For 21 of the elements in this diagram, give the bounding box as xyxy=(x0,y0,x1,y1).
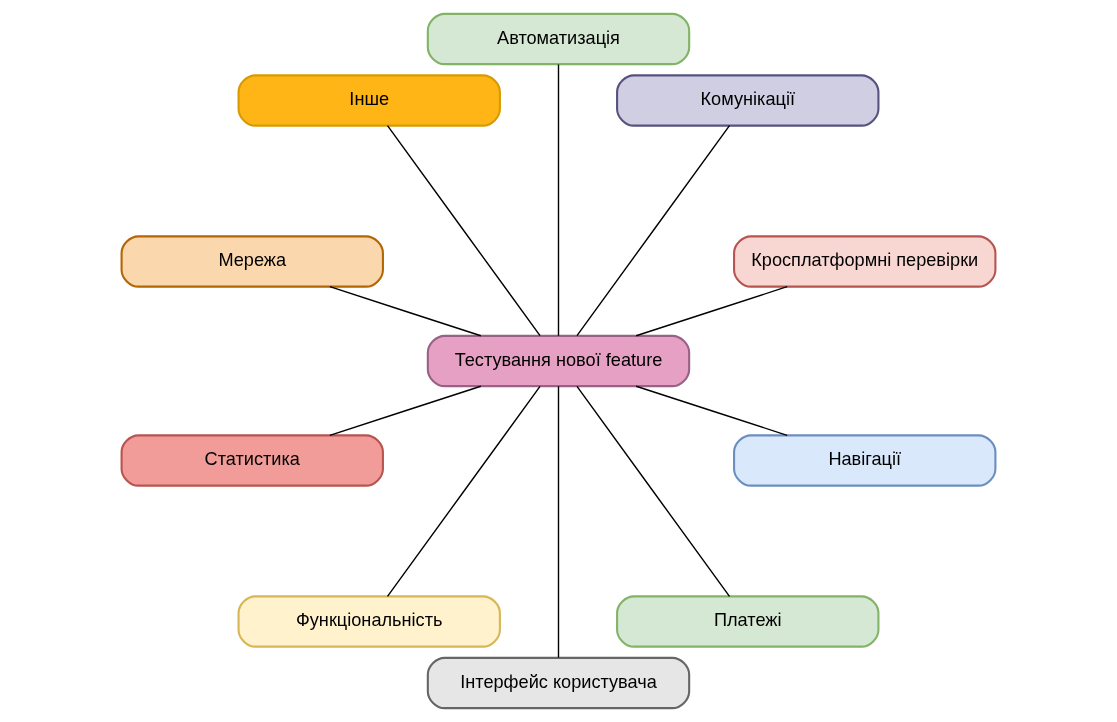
node-box: Інше xyxy=(237,74,501,127)
connector xyxy=(576,385,731,598)
node-box: Функціональність xyxy=(237,595,501,648)
node-box: Кросплатформні перевірки xyxy=(733,235,997,288)
connector xyxy=(386,385,541,598)
connector xyxy=(635,385,788,436)
node-box: Платежі xyxy=(616,595,880,648)
connector xyxy=(329,286,482,337)
connector xyxy=(329,385,482,436)
node-box: Статистика xyxy=(120,434,384,487)
node-box: Тестування нової feature xyxy=(426,334,691,388)
connector xyxy=(635,286,788,337)
node-box: Інтерфейс користувача xyxy=(426,656,691,710)
node-box: Мережа xyxy=(120,235,384,288)
node-box: Навігації xyxy=(733,434,997,487)
connector xyxy=(557,63,560,337)
node-box: Автоматизація xyxy=(426,12,691,66)
connector xyxy=(576,124,731,337)
connector xyxy=(386,124,541,337)
connector xyxy=(557,385,560,659)
node-box: Комунікації xyxy=(616,74,880,127)
